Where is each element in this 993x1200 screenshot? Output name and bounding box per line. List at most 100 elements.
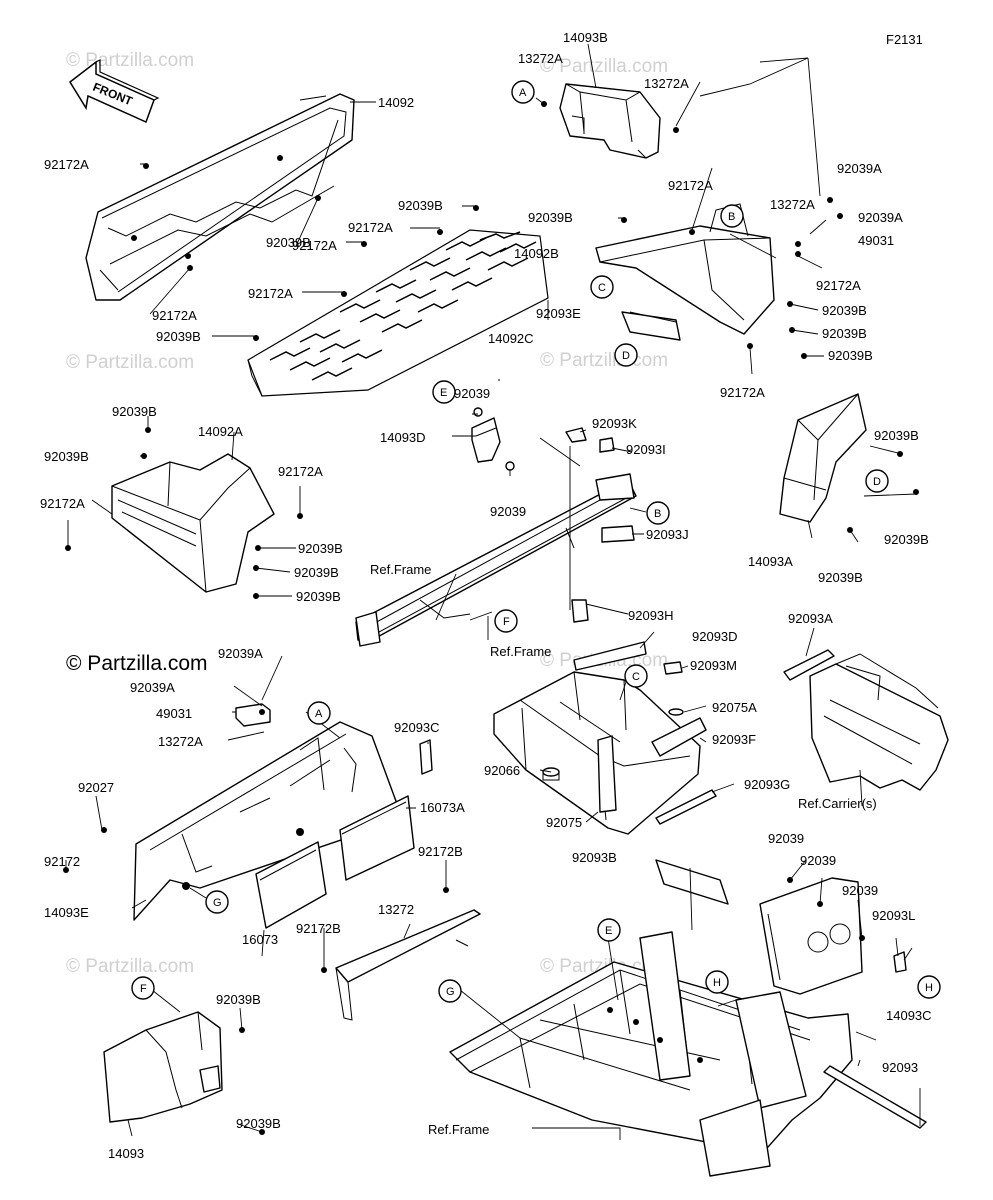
carrier-assembly — [783, 649, 949, 791]
bracket-49031-left — [235, 703, 271, 727]
part-label: 14093B — [563, 30, 608, 45]
part-label: 92039B — [822, 326, 867, 341]
part-label: 92027 — [78, 780, 114, 795]
callout-b-2: B — [646, 501, 670, 525]
callout-c: C — [590, 275, 614, 299]
part-label: 49031 — [858, 233, 894, 248]
watermark-text: © Partzilla.com — [66, 352, 194, 373]
callouts: A B C D E B D F C A G E H H F G — [131, 80, 941, 1003]
part-label: 92039A — [858, 210, 903, 225]
part-label: 92039B — [216, 992, 261, 1007]
part-label: 14093D — [380, 430, 426, 445]
ref-label: Ref.Frame — [370, 562, 431, 577]
part-label: 92075 — [546, 815, 582, 830]
part-label: 92039B — [236, 1116, 281, 1131]
part-label: 92093D — [692, 629, 738, 644]
svg-text:F: F — [140, 983, 147, 995]
part-label: 92093K — [592, 416, 637, 431]
bracket-14092A — [111, 453, 275, 593]
duct-14093B — [559, 83, 661, 159]
ref-label: Ref.Frame — [428, 1122, 489, 1137]
svg-text:D: D — [873, 476, 881, 488]
part-label: 92093H — [628, 608, 674, 623]
part-label: 92039 — [800, 853, 836, 868]
leader-lines — [65, 43, 921, 1140]
part-label: 92093B — [572, 850, 617, 865]
part-label: 92039A — [218, 646, 263, 661]
part-label: 14093C — [886, 1008, 932, 1023]
callout-f-2: F — [131, 976, 155, 1000]
part-label: 92172A — [348, 220, 393, 235]
part-label: 16073A — [420, 800, 465, 815]
part-label: 14093A — [748, 554, 793, 569]
callout-g-2: G — [438, 979, 462, 1003]
panel-14092 — [85, 93, 355, 301]
svg-text:F: F — [503, 616, 510, 628]
part-label: 14092B — [514, 246, 559, 261]
part-label: 13272A — [644, 76, 689, 91]
watermarks: © Partzilla.com © Partzilla.com © Partzi… — [66, 50, 668, 977]
watermark-text: © Partzilla.com — [540, 350, 668, 371]
part-label: 14092 — [378, 95, 414, 110]
part-label: 92172A — [44, 157, 89, 172]
svg-text:E: E — [440, 387, 447, 399]
part-label: 92039 — [768, 831, 804, 846]
bracket-14092B — [595, 203, 775, 341]
part-label: 92039A — [130, 680, 175, 695]
part-label: 13272A — [158, 734, 203, 749]
svg-text:A: A — [519, 87, 527, 99]
part-label: 92172A — [248, 286, 293, 301]
svg-text:C: C — [598, 282, 606, 294]
part-label: 92039B — [44, 449, 89, 464]
part-label: 92039A — [837, 161, 882, 176]
part-label: 92093M — [690, 658, 737, 673]
duct-14093A — [779, 393, 867, 523]
part-label: 16073 — [242, 932, 278, 947]
part-labels: 14092 92172A 92172A 92172A 14093B 13272A… — [40, 30, 932, 1161]
cross-member — [355, 473, 637, 647]
part-label: 14092C — [488, 331, 534, 346]
part-label: 92093J — [646, 527, 689, 542]
part-label: 92172A — [292, 238, 337, 253]
callout-b: B — [720, 204, 744, 228]
part-label: 92039B — [818, 570, 863, 585]
svg-text:E: E — [605, 925, 612, 937]
part-label: 92039B — [298, 541, 343, 556]
rod-92093 — [823, 1065, 927, 1129]
part-label: 92172B — [296, 921, 341, 936]
ref-label: Ref.Carrier(s) — [798, 796, 877, 811]
svg-text:B: B — [728, 211, 735, 223]
copyright-text: © Partzilla.com — [66, 652, 208, 675]
part-label: 92039B — [266, 235, 311, 250]
callout-g: G — [205, 890, 229, 914]
ref-label: Ref.Frame — [490, 644, 551, 659]
part-label: 92172 — [44, 854, 80, 869]
svg-text:G: G — [446, 986, 455, 998]
part-label: 92039B — [822, 303, 867, 318]
plate-14093C — [759, 877, 863, 995]
part-label: 92093E — [536, 306, 581, 321]
flaps — [255, 739, 433, 929]
part-label: 92039B — [112, 404, 157, 419]
main-frame — [449, 859, 853, 1177]
part-label: 92093A — [788, 611, 833, 626]
part-label: 92093F — [712, 732, 756, 747]
part-label: 13272A — [518, 51, 563, 66]
guard-14093 — [103, 1011, 223, 1123]
strip-13272 — [335, 909, 481, 1021]
callout-a-2: A — [307, 701, 331, 725]
part-label: 92039B — [528, 210, 573, 225]
part-label: 13272 — [378, 902, 414, 917]
callout-h: H — [705, 970, 729, 994]
part-label: 92039 — [454, 386, 490, 401]
callout-d: D — [614, 343, 638, 367]
callout-e-2: E — [597, 918, 621, 942]
part-label: 92039B — [398, 198, 443, 213]
callout-c-2: C — [624, 664, 648, 688]
part-label: 92172A — [816, 278, 861, 293]
part-label: 92093G — [744, 777, 790, 792]
svg-text:D: D — [622, 350, 630, 362]
part-label: 92172B — [418, 844, 463, 859]
part-label: 92093C — [394, 720, 440, 735]
